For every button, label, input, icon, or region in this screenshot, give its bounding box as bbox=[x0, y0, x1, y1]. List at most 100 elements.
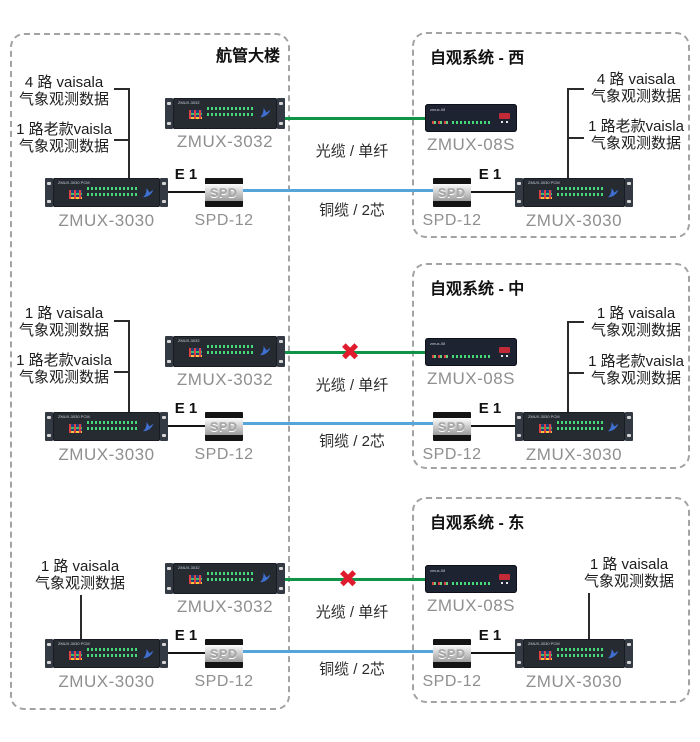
brand-logo-icon bbox=[259, 107, 271, 118]
power-switch bbox=[499, 113, 510, 123]
zmux-3030-device: ZMUX-3030 PCM bbox=[45, 412, 168, 441]
device-label: SPD-12 bbox=[194, 673, 254, 690]
led-strips bbox=[557, 421, 603, 430]
e1-label: E 1 bbox=[478, 627, 502, 644]
data-source-label: 1 路 vaisala 气象观测数据 bbox=[583, 556, 674, 590]
device-faceplate: ZMUX-3030 PCM bbox=[53, 412, 160, 441]
copper-cable-label: 铜缆 / 2芯 bbox=[319, 202, 385, 219]
spd-face-text: SPD bbox=[433, 184, 471, 201]
building-title: 航管大楼 bbox=[215, 48, 280, 65]
device-face-text: ZMUX-3030 PCM bbox=[58, 180, 90, 185]
e1-label: E 1 bbox=[478, 166, 502, 183]
spd-device: SPD bbox=[433, 639, 471, 668]
system-box-west bbox=[412, 32, 690, 238]
device-faceplate: ZMUX-3032 bbox=[173, 563, 277, 594]
status-led-grid bbox=[539, 190, 552, 199]
fiber-line bbox=[285, 578, 425, 581]
rack-ear bbox=[277, 98, 285, 129]
device-faceplate: ZMUX-3030 PCM bbox=[53, 639, 160, 668]
fiber-line bbox=[285, 117, 425, 120]
device-label: ZMUX-08S bbox=[426, 596, 516, 615]
rack-ear bbox=[160, 178, 168, 207]
device-label: ZMUX-08S bbox=[426, 369, 516, 388]
system-title-center: 自观系统 - 中 bbox=[430, 281, 525, 298]
device-face-text: ZMUX-3030 PCM bbox=[528, 641, 560, 646]
spd-device: SPD bbox=[205, 178, 243, 207]
status-led-grid bbox=[69, 424, 82, 433]
device-label: ZMUX-3030 bbox=[525, 672, 623, 691]
led-strips bbox=[207, 572, 255, 581]
connector-line bbox=[567, 321, 584, 323]
fiber-cable-label: 光缆 / 单纤 bbox=[315, 377, 389, 394]
zmux-3030-device: ZMUX-3030 PCM bbox=[45, 178, 168, 207]
rack-ear bbox=[45, 639, 53, 668]
brand-logo-icon bbox=[607, 421, 619, 432]
device-face-text: zmux-08 bbox=[430, 341, 446, 346]
device-face-text: ZMUX-3032 bbox=[178, 338, 200, 343]
status-led-grid bbox=[539, 651, 552, 660]
brand-logo-icon bbox=[259, 572, 271, 583]
rack-ear bbox=[160, 412, 168, 441]
rack-ear bbox=[515, 178, 523, 207]
device-faceplate: ZMUX-3030 PCM bbox=[53, 178, 160, 207]
status-led-grid bbox=[69, 651, 82, 660]
zmux-3032-device: ZMUX-3032 bbox=[165, 563, 285, 594]
device-label: ZMUX-3030 bbox=[58, 672, 155, 691]
copper-line bbox=[243, 189, 433, 192]
connector-line bbox=[114, 88, 128, 90]
rack-ear bbox=[45, 178, 53, 207]
device-face-text: ZMUX-3030 PCM bbox=[528, 180, 560, 185]
connector-line bbox=[128, 320, 130, 412]
data-source-label: 4 路 vaisala 气象观测数据 bbox=[590, 71, 681, 105]
data-source-label: 1 路老款vaisla 气象观测数据 bbox=[588, 118, 684, 152]
fiber-cable-label: 光缆 / 单纤 bbox=[315, 604, 389, 621]
device-label: ZMUX-3030 bbox=[58, 211, 155, 230]
connector-line bbox=[128, 88, 130, 178]
zmux-3030-device: ZMUX-3030 PCM bbox=[515, 178, 633, 207]
data-source-label: 1 路 vaisala 气象观测数据 bbox=[18, 305, 109, 339]
led-strips bbox=[87, 187, 138, 196]
connector-line bbox=[567, 321, 569, 412]
device-label: ZMUX-3030 bbox=[58, 445, 155, 464]
spd-face-text: SPD bbox=[433, 645, 471, 662]
status-led-grid bbox=[189, 110, 202, 119]
rack-ear bbox=[165, 336, 173, 367]
data-source-label: 1 路老款vaisla 气象观测数据 bbox=[16, 121, 112, 155]
copper-cable-label: 铜缆 / 2芯 bbox=[319, 661, 385, 678]
device-faceplate: ZMUX-3030 PCM bbox=[523, 178, 625, 207]
spd-device: SPD bbox=[433, 412, 471, 441]
e1-line bbox=[471, 191, 515, 193]
copper-line bbox=[243, 422, 433, 425]
system-box-east bbox=[412, 497, 690, 703]
broken-link-x-icon: ✖ bbox=[337, 565, 359, 593]
rack-ear bbox=[277, 563, 285, 594]
data-source-label: 1 路老款vaisla 气象观测数据 bbox=[588, 353, 684, 387]
copper-line bbox=[243, 650, 433, 653]
led-strip bbox=[432, 582, 492, 585]
device-face-text: ZMUX-3030 PCM bbox=[58, 414, 90, 419]
data-source-label: 1 路 vaisala 气象观测数据 bbox=[34, 558, 125, 592]
zmux-3030-device: ZMUX-3030 PCM bbox=[515, 412, 633, 441]
e1-line bbox=[168, 652, 205, 654]
spd-face-text: SPD bbox=[205, 184, 243, 201]
led-strips bbox=[207, 107, 255, 116]
rack-ear bbox=[277, 336, 285, 367]
connector-line bbox=[114, 139, 128, 141]
connector-line bbox=[567, 372, 584, 374]
device-label: ZMUX-3032 bbox=[176, 132, 274, 151]
e1-label: E 1 bbox=[478, 400, 502, 417]
brand-logo-icon bbox=[142, 187, 154, 198]
e1-line bbox=[168, 191, 205, 193]
zmux-08s-device: zmux-08 bbox=[425, 104, 517, 132]
system-title-west: 自观系统 - 西 bbox=[430, 50, 525, 67]
device-label: ZMUX-3032 bbox=[176, 597, 274, 616]
system-title-east: 自观系统 - 东 bbox=[430, 515, 525, 532]
rack-ear bbox=[165, 563, 173, 594]
spd-face-text: SPD bbox=[205, 645, 243, 662]
led-strips bbox=[557, 187, 603, 196]
spd-device: SPD bbox=[433, 178, 471, 207]
data-source-label: 4 路 vaisala 气象观测数据 bbox=[18, 74, 109, 108]
fiber-cable-label: 光缆 / 单纤 bbox=[315, 143, 389, 160]
connector-line bbox=[588, 593, 590, 639]
